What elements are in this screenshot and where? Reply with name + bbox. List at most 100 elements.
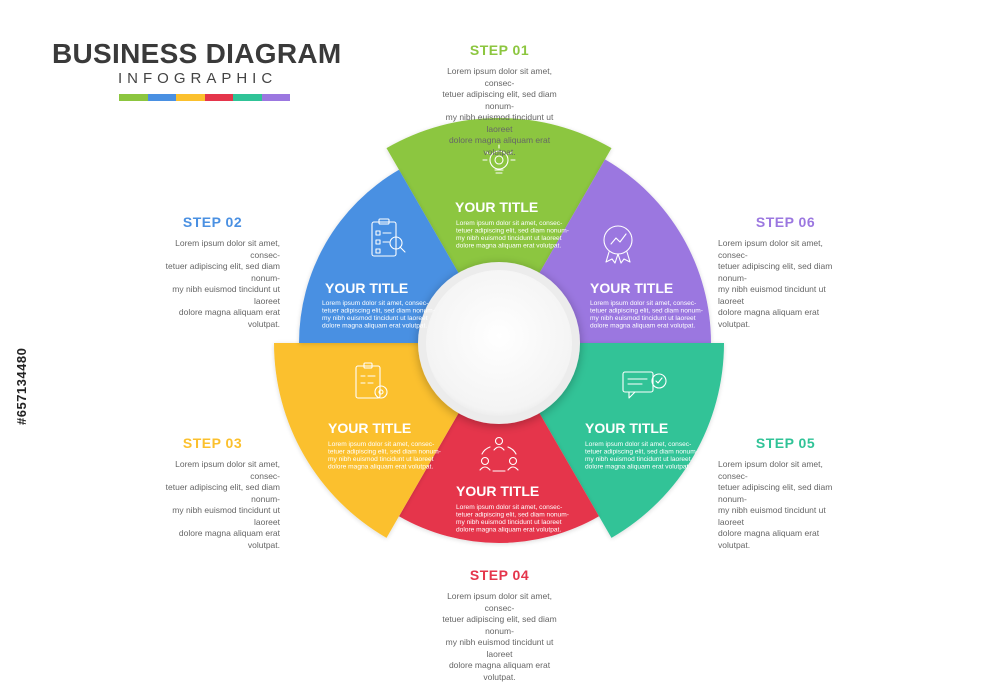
palette-swatch [261, 94, 290, 101]
segment-body-line: dolore magna aliquam erat volutpat. [456, 243, 561, 250]
segment-body-line: dolore magna aliquam erat volutpat. [590, 323, 695, 330]
step-body-line: Lorem ipsum dolor sit amet, consec- [447, 591, 552, 613]
segment-step-05 [534, 343, 724, 538]
segment-body-line: Lorem ipsum dolor sit amet, consec- [590, 300, 696, 307]
step-body: Lorem ipsum dolor sit amet, consec- tetu… [432, 591, 567, 683]
step-body-line: tetuer adipiscing elit, sed diam nonum- [718, 482, 833, 504]
step-body-line: tetuer adipiscing elit, sed diam nonum- [442, 614, 557, 636]
award-badge-icon [603, 225, 633, 264]
segment-text-step-04: YOUR TITLE Lorem ipsum dolor sit amet, c… [456, 483, 569, 534]
step-body-line: my nibh euismod tincidunt ut laoreet [445, 637, 554, 659]
step-body-line: tetuer adipiscing elit, sed diam nonum- [442, 89, 557, 111]
segment-body-line: my nibh euismod tincidunt ut laoreet [456, 519, 562, 526]
step-body-line: Lorem ipsum dolor sit amet, consec- [175, 459, 280, 481]
page-subtitle: INFOGRAPHIC [118, 70, 278, 87]
step-body-line: my nibh euismod tincidunt ut laoreet [445, 112, 554, 134]
segment-title: YOUR TITLE [590, 280, 673, 296]
segment-body-line: my nibh euismod tincidunt ut laoreet [322, 315, 428, 322]
segment-body-line: dolore magna aliquam erat volutpat. [585, 464, 690, 471]
palette-swatch [233, 94, 262, 101]
segment-step-01 [386, 118, 612, 283]
step-body-line: tetuer adipiscing elit, sed diam nonum- [165, 261, 280, 283]
step-body-line: dolore magna aliquam erat volutpat. [718, 307, 820, 329]
checklist-search-icon [371, 218, 406, 257]
segment-step-06 [534, 159, 711, 343]
segment-text-step-01: YOUR TITLE Lorem ipsum dolor sit amet, c… [455, 199, 569, 250]
segment-body-line: tetuer adipiscing elit, sed diam nonum- [456, 228, 569, 235]
segment-body-line: Lorem ipsum dolor sit amet, consec- [456, 220, 562, 227]
segment-body-line: my nibh euismod tincidunt ut laoreet [328, 456, 434, 463]
segment-title: YOUR TITLE [328, 420, 411, 436]
step-label: STEP 02 [182, 214, 243, 230]
segment-body-line: my nibh euismod tincidunt ut laoreet [585, 456, 691, 463]
step-body: Lorem ipsum dolor sit amet, consec- tetu… [145, 459, 280, 551]
step-body: Lorem ipsum dolor sit amet, consec- tetu… [432, 66, 567, 158]
segment-body-line: tetuer adipiscing elit, sed diam nonum- [585, 449, 698, 456]
palette-swatch [204, 94, 233, 101]
segment-title: YOUR TITLE [325, 280, 408, 296]
step-05-caption: STEP 05 Lorem ipsum dolor sit amet, cons… [718, 435, 853, 551]
step-02-caption: STEP 02 Lorem ipsum dolor sit amet, cons… [145, 214, 280, 330]
step-label: STEP 01 [469, 42, 530, 58]
segment-body-line: my nibh euismod tincidunt ut laoreet [590, 315, 696, 322]
page-title: BUSINESS DIAGRAM [52, 38, 342, 69]
lightbulb-gear-icon [482, 144, 516, 174]
step-01-caption: STEP 01 Lorem ipsum dolor sit amet, cons… [432, 42, 567, 158]
segment-body-line: my nibh euismod tincidunt ut laoreet [456, 235, 562, 242]
segment-body-line: dolore magna aliquam erat volutpat. [322, 323, 427, 330]
step-body-line: my nibh euismod tincidunt ut laoreet [718, 284, 826, 306]
step-body-line: Lorem ipsum dolor sit amet, consec- [718, 238, 823, 260]
step-body-line: dolore magna aliquam erat volutpat. [448, 660, 551, 682]
step-label: STEP 03 [182, 435, 243, 451]
infographic-page: BUSINESS DIAGRAM INFOGRAPHIC [14, 38, 853, 682]
step-03-caption: STEP 03 Lorem ipsum dolor sit amet, cons… [145, 435, 280, 551]
step-body: Lorem ipsum dolor sit amet, consec- tetu… [145, 238, 280, 330]
step-body-line: dolore magna aliquam erat volutpat. [448, 135, 551, 157]
segment-body-line: Lorem ipsum dolor sit amet, consec- [585, 441, 691, 448]
stock-id-watermark: #657134480 [14, 347, 29, 425]
segment-body-line: tetuer adipiscing elit, sed diam nonum- [322, 308, 435, 315]
segment-body-line: Lorem ipsum dolor sit amet, consec- [322, 300, 428, 307]
step-label: STEP 05 [755, 435, 816, 451]
clipboard-gear-icon [355, 362, 388, 399]
center-circle [418, 262, 580, 424]
segment-body-line: tetuer adipiscing elit, sed diam nonum- [328, 449, 441, 456]
step-body-line: dolore magna aliquam erat volutpat. [178, 307, 280, 329]
step-body-line: tetuer adipiscing elit, sed diam nonum- [718, 261, 833, 283]
color-palette-bar [119, 94, 290, 101]
chat-review-icon [622, 371, 667, 399]
step-body-line: my nibh euismod tincidunt ut laoreet [172, 505, 280, 527]
segment-body-line: Lorem ipsum dolor sit amet, consec- [328, 441, 434, 448]
step-body-line: Lorem ipsum dolor sit amet, consec- [175, 238, 280, 260]
cycle-diagram: YOUR TITLE Lorem ipsum dolor sit amet, c… [274, 118, 724, 543]
palette-swatch [119, 94, 148, 101]
palette-swatch [176, 94, 205, 101]
palette-swatch [147, 94, 176, 101]
step-body-line: Lorem ipsum dolor sit amet, consec- [447, 66, 552, 88]
step-body: Lorem ipsum dolor sit amet, consec- tetu… [718, 238, 853, 330]
segment-title: YOUR TITLE [585, 420, 668, 436]
step-04-caption: STEP 04 Lorem ipsum dolor sit amet, cons… [432, 567, 567, 683]
step-body-line: Lorem ipsum dolor sit amet, consec- [718, 459, 823, 481]
segment-text-step-05: YOUR TITLE Lorem ipsum dolor sit amet, c… [585, 420, 698, 471]
segment-text-step-03: YOUR TITLE Lorem ipsum dolor sit amet, c… [328, 420, 441, 471]
team-network-icon [479, 436, 519, 472]
step-body-line: my nibh euismod tincidunt ut laoreet [718, 505, 826, 527]
segment-body-line: dolore magna aliquam erat volutpat. [328, 464, 433, 471]
segment-body-line: tetuer adipiscing elit, sed diam nonum- [456, 512, 569, 519]
segment-step-03 [274, 343, 464, 538]
step-label: STEP 06 [755, 214, 816, 230]
segment-text-step-02: YOUR TITLE Lorem ipsum dolor sit amet, c… [322, 280, 435, 330]
step-body: Lorem ipsum dolor sit amet, consec- tetu… [718, 459, 853, 551]
step-body-line: dolore magna aliquam erat volutpat. [718, 528, 820, 550]
segment-body-line: Lorem ipsum dolor sit amet, consec- [456, 504, 562, 511]
segment-title: YOUR TITLE [455, 199, 538, 215]
step-body-line: tetuer adipiscing elit, sed diam nonum- [165, 482, 280, 504]
segment-body-line: dolore magna aliquam erat volutpat. [456, 527, 561, 534]
segment-step-04 [399, 403, 599, 543]
step-06-caption: STEP 06 Lorem ipsum dolor sit amet, cons… [718, 214, 853, 330]
step-body-line: my nibh euismod tincidunt ut laoreet [172, 284, 280, 306]
segment-title: YOUR TITLE [456, 483, 539, 499]
step-body-line: dolore magna aliquam erat volutpat. [178, 528, 280, 550]
step-label: STEP 04 [469, 567, 530, 583]
